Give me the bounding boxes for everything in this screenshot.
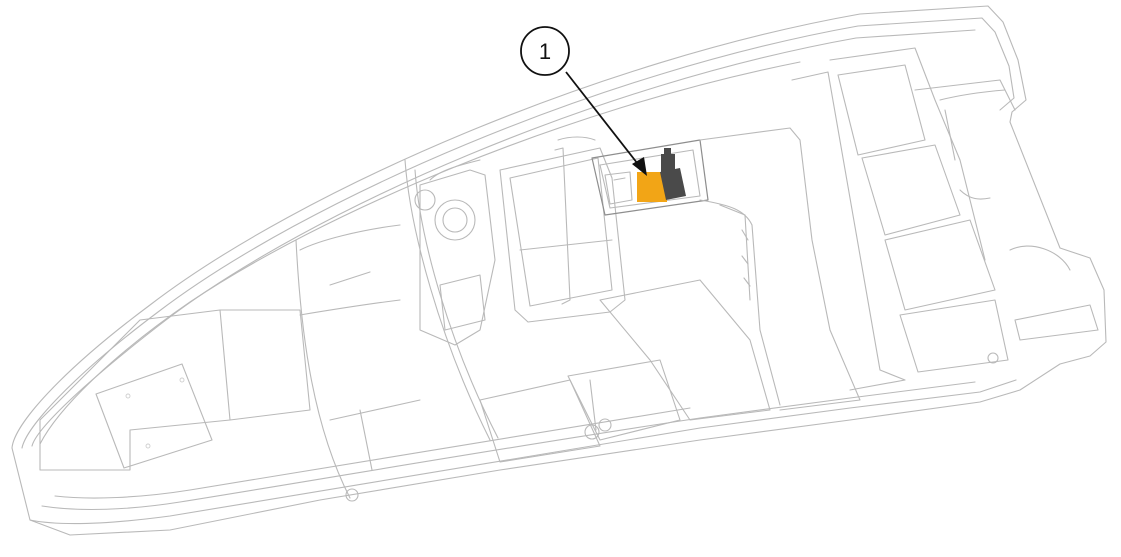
- helm-console: [404, 159, 499, 441]
- callout-arrowhead: [632, 157, 647, 176]
- battery-cylinder: [660, 148, 686, 200]
- helm-seat: [499, 136, 626, 323]
- battery-compartment: [591, 139, 709, 216]
- callout-1: 1: [520, 26, 647, 176]
- callout-number: 1: [539, 39, 551, 64]
- hull-outline: [11, 5, 1107, 536]
- callout-leader: [565, 71, 642, 169]
- callout-circle: [520, 26, 570, 76]
- aft-bench: [791, 47, 1099, 391]
- bow-area: [39, 224, 421, 502]
- cockpit-deck: [479, 127, 861, 463]
